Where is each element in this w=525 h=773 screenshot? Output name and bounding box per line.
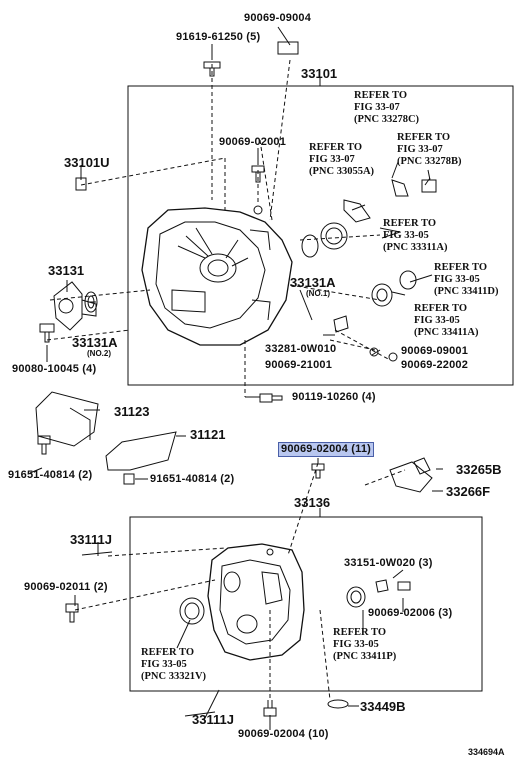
ref-line: (PNC 33411D) (434, 286, 499, 297)
part-90069-09004[interactable]: 90069-09004 (244, 12, 312, 24)
part-90069-02011[interactable]: 90069-02011 (2) (24, 581, 108, 593)
ref-line: (PNC 33278C) (354, 114, 420, 125)
ref-line: REFER TO (354, 90, 408, 101)
ref-line: FIG 33-05 (414, 315, 460, 326)
ref-line: FIG 33-07 (397, 144, 443, 155)
part-90080-10045[interactable]: 90080-10045 (4) (12, 363, 97, 375)
oil-seal-33131a (84, 291, 98, 313)
part-90069-22002[interactable]: 90069-22002 (401, 359, 469, 371)
part-33131a-left[interactable]: 33131A (72, 335, 118, 350)
part-31121[interactable]: 31121 (190, 427, 226, 442)
ref-line: FIG 33-05 (141, 659, 187, 670)
part-91651-40814-mid[interactable]: 91651-40814 (2) (150, 473, 235, 485)
refer-to-33311a[interactable]: REFER TO FIG 33-05 (PNC 33311A) (383, 218, 447, 254)
ref-line: (PNC 33411P) (333, 651, 397, 662)
ref-line: (PNC 33411A) (414, 327, 479, 338)
ref-line: (PNC 33278B) (397, 156, 462, 167)
part-33101[interactable]: 33101 (301, 66, 338, 81)
part-33281-0w010[interactable]: 33281-0W010 (265, 343, 337, 355)
lower-assembly-frame (129, 516, 483, 692)
washer-33449b (327, 699, 349, 709)
part-33111j-bottom[interactable]: 33111J (192, 712, 234, 727)
ref-line: FIG 33-05 (383, 230, 429, 241)
ref-line: FIG 33-07 (354, 102, 400, 113)
refer-to-33055a[interactable]: REFER TO FIG 33-07 (PNC 33055A) (309, 142, 374, 178)
bracket-33266f (389, 461, 433, 493)
part-90069-02004-highlighted[interactable]: 90069-02004 (11) (278, 442, 375, 457)
oil-seal-lower (179, 597, 205, 625)
bolts (37, 41, 437, 717)
plate-31121 (105, 431, 177, 471)
part-33265b[interactable]: 33265B (456, 462, 502, 477)
refer-to-33411p[interactable]: REFER TO FIG 33-05 (PNC 33411P) (333, 627, 396, 663)
ref-line: REFER TO (397, 132, 451, 143)
part-33131[interactable]: 33131 (48, 263, 85, 278)
snap-ring-upper (301, 234, 319, 258)
part-90069-02006[interactable]: 90069-02006 (3) (368, 607, 453, 619)
ref-line: FIG 33-05 (434, 274, 480, 285)
note-no1: (NO.1) (306, 289, 330, 298)
part-33131a-mid[interactable]: 33131A (290, 275, 336, 290)
part-91651-40814-left[interactable]: 91651-40814 (2) (8, 469, 93, 481)
bearing-33411a (371, 283, 393, 307)
snap-ring-33411d (399, 270, 417, 290)
ref-line: REFER TO (383, 218, 437, 229)
part-90069-09001[interactable]: 90069-09001 (401, 345, 469, 357)
part-33111j-top[interactable]: 33111J (70, 532, 112, 547)
ref-line: (PNC 33321V) (141, 671, 207, 682)
oil-seal-right (320, 222, 348, 250)
part-33101u[interactable]: 33101U (64, 155, 110, 170)
part-90119-10260[interactable]: 90119-10260 (4) (292, 391, 376, 403)
refer-to-33411d[interactable]: REFER TO FIG 33-05 (PNC 33411D) (434, 262, 498, 298)
part-33266f[interactable]: 33266F (446, 484, 491, 499)
ref-line: REFER TO (333, 627, 387, 638)
illustration-id: 334694A (468, 747, 505, 757)
ref-line: REFER TO (414, 303, 468, 314)
transmission-case-lower (207, 543, 305, 661)
ref-line: (PNC 33311A) (383, 242, 448, 253)
flange-33131 (53, 281, 97, 331)
refer-to-33411a[interactable]: REFER TO FIG 33-05 (PNC 33411A) (414, 303, 478, 339)
part-33449b[interactable]: 33449B (360, 699, 406, 714)
refer-to-33278b[interactable]: REFER TO FIG 33-07 (PNC 33278B) (397, 132, 461, 168)
ref-line: FIG 33-07 (309, 154, 355, 165)
refer-to-33278c[interactable]: REFER TO FIG 33-07 (PNC 33278C) (354, 90, 419, 126)
ref-line: REFER TO (309, 142, 363, 153)
ref-line: FIG 33-05 (333, 639, 379, 650)
refer-to-33321v[interactable]: REFER TO FIG 33-05 (PNC 33321V) (141, 647, 206, 683)
part-90069-21001[interactable]: 90069-21001 (265, 359, 333, 371)
part-90069-02001[interactable]: 90069-02001 (219, 136, 287, 148)
ref-line: (PNC 33055A) (309, 166, 375, 177)
transmission-case-upper (141, 205, 293, 346)
part-33136[interactable]: 33136 (294, 495, 331, 510)
ref-line: REFER TO (141, 647, 195, 658)
bearing-lower (346, 586, 366, 608)
upper-assembly-frame (127, 85, 514, 386)
part-90069-02004-bottom[interactable]: 90069-02004 (10) (238, 728, 329, 740)
ref-line: REFER TO (434, 262, 488, 273)
part-33151-0w020[interactable]: 33151-0W020 (3) (344, 557, 433, 569)
part-91619-61250[interactable]: 91619-61250 (5) (176, 31, 261, 43)
note-no2: (NO.2) (87, 349, 111, 358)
part-31123[interactable]: 31123 (114, 404, 150, 419)
